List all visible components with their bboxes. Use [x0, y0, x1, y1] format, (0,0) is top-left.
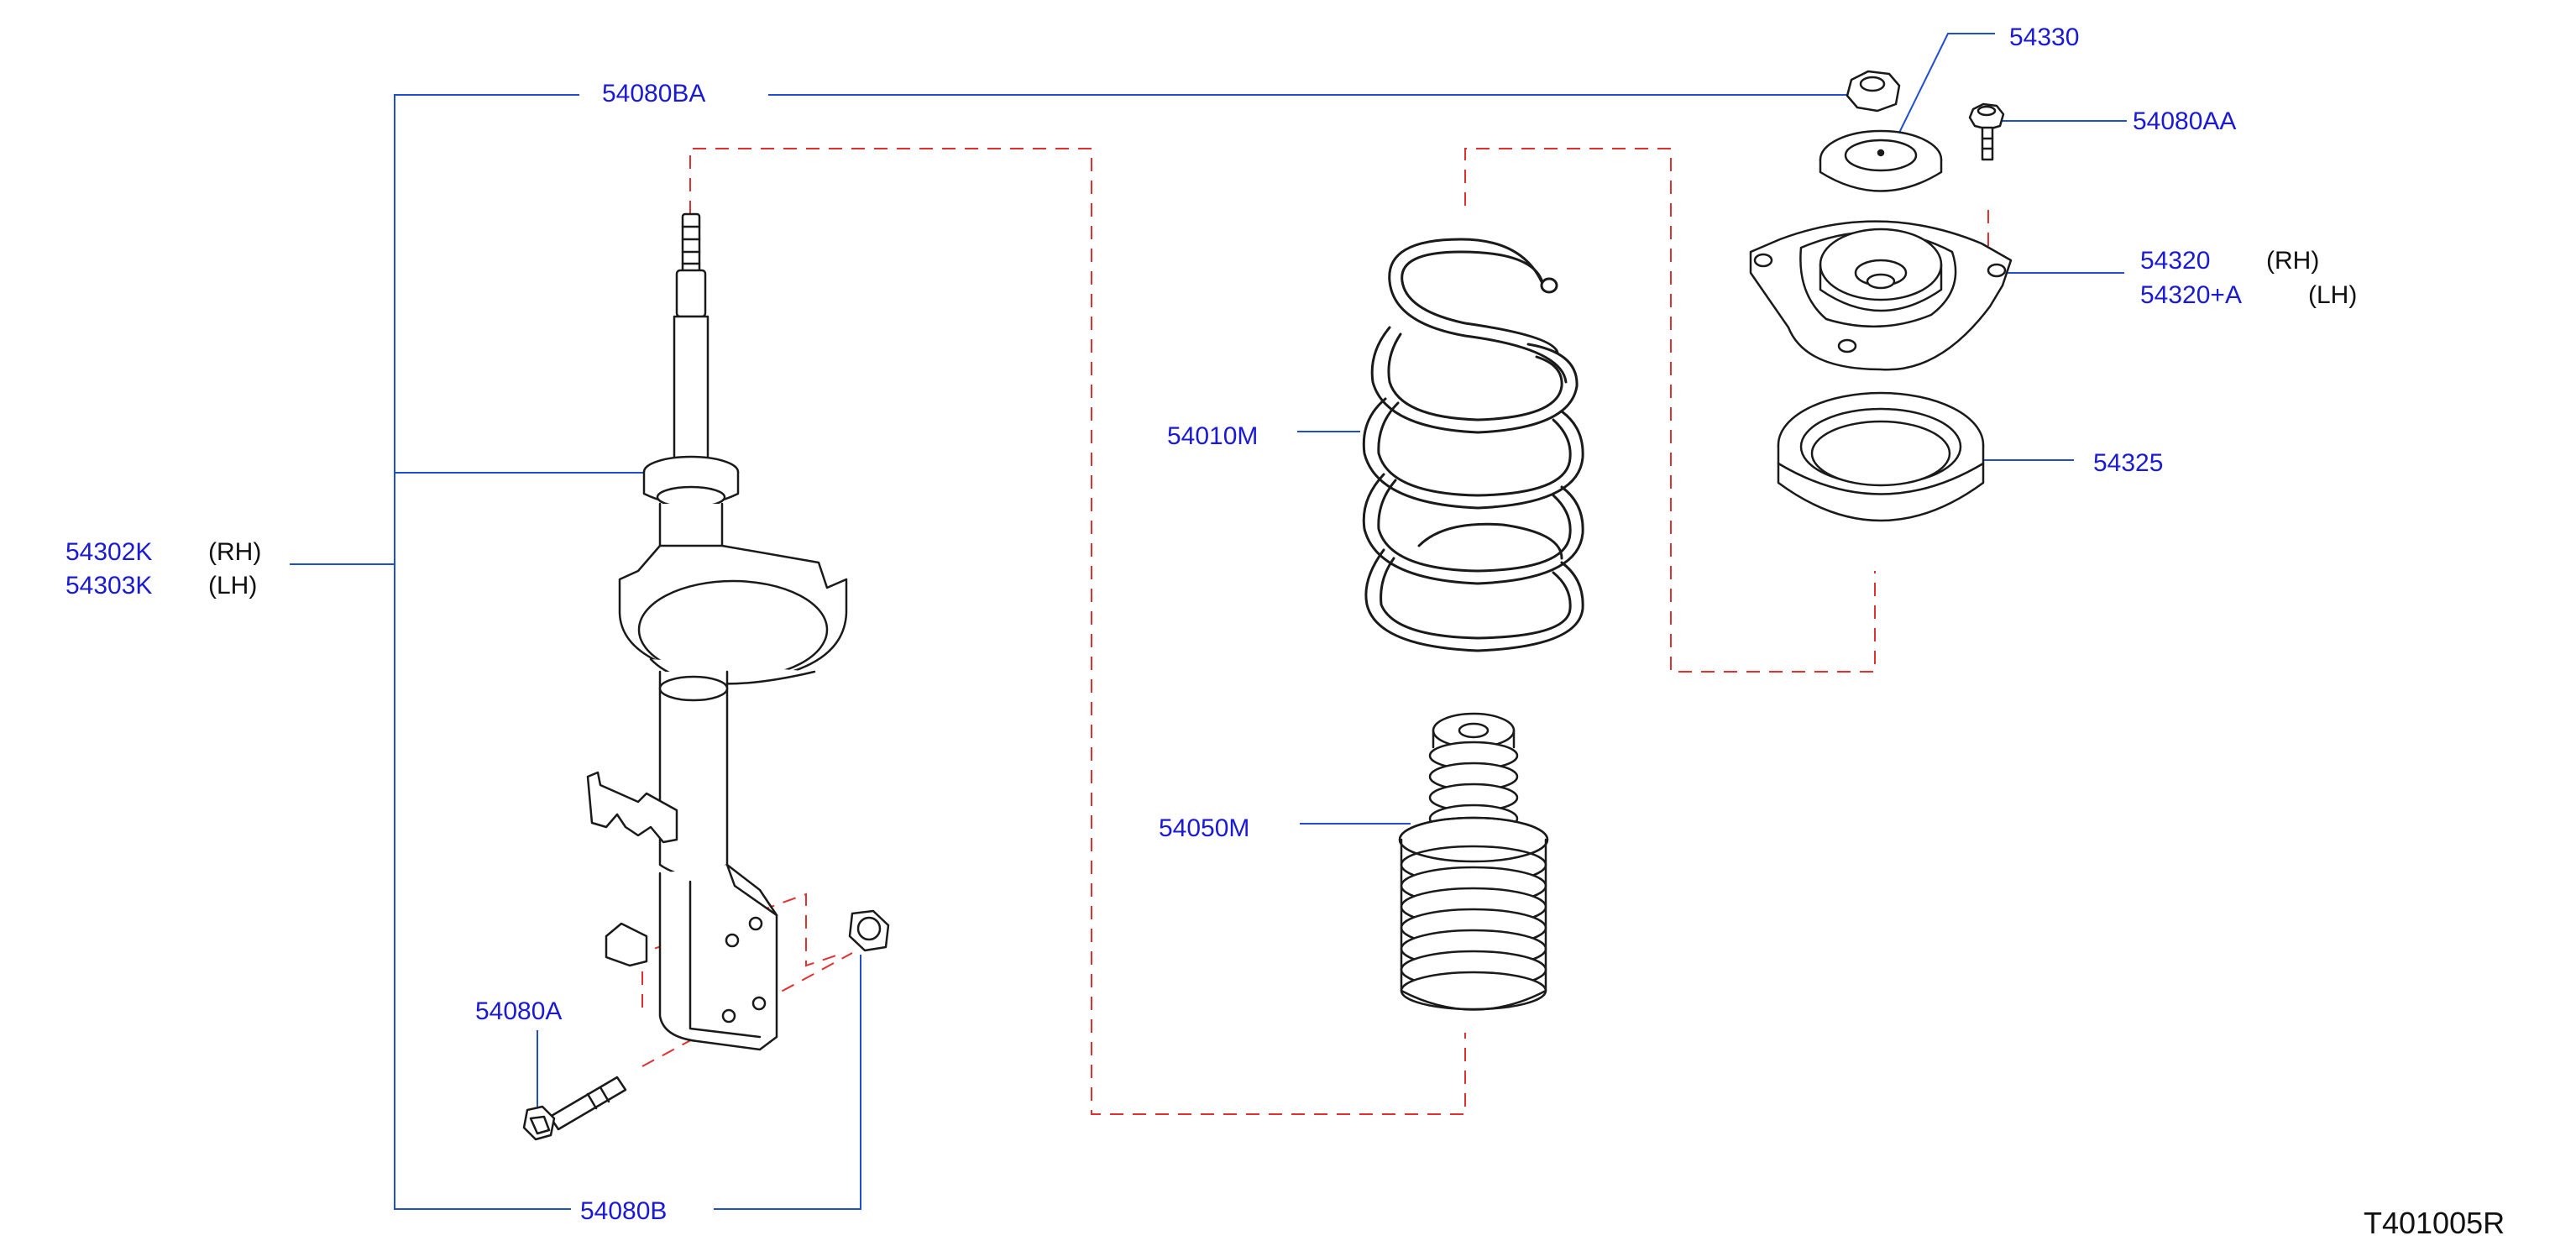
- leader-54330: [1899, 34, 1995, 133]
- callout-54302K: 54302K: [65, 538, 153, 566]
- callout-54080BA: 54080BA: [602, 80, 706, 107]
- callout-54302K-side: (RH): [208, 538, 262, 566]
- callout-54010M: 54010M: [1167, 422, 1259, 450]
- callout-54320A-side: (LH): [2308, 281, 2358, 309]
- callout-54320A: 54320+A: [2140, 281, 2242, 309]
- leader-lines: [290, 34, 2127, 1209]
- callout-54325: 54325: [2093, 449, 2164, 477]
- callout-54080A: 54080A: [475, 997, 563, 1025]
- bolt-54080A-illustration: [524, 1077, 626, 1139]
- callout-54330: 54330: [2009, 24, 2080, 51]
- dash-knuckle-upper: [642, 894, 844, 1008]
- strut-assembly-illustration: [588, 214, 846, 1050]
- coil-spring-illustration: [1364, 239, 1583, 651]
- callout-54303K-side: (LH): [208, 572, 258, 599]
- bump-stop-illustration: [1400, 714, 1547, 1010]
- dash-spring-to-seat: [1465, 149, 1875, 672]
- dash-knuckle-lower: [642, 953, 852, 1066]
- callout-54080AA: 54080AA: [2133, 107, 2237, 135]
- callout-54050M: 54050M: [1159, 814, 1250, 842]
- callout-54303K: 54303K: [65, 572, 153, 599]
- nut-54330-illustration: [1847, 71, 1899, 111]
- strut-mount-illustration: [1751, 222, 2011, 370]
- callout-54080B: 54080B: [580, 1197, 668, 1225]
- bolt-54080AA-illustration: [1970, 104, 2003, 160]
- part-drawings: [524, 71, 2011, 1139]
- leader-54080B-right: [714, 955, 861, 1209]
- callout-54320: 54320: [2140, 247, 2211, 275]
- leader-54080BA: [395, 95, 579, 1209]
- dash-strut-to-bumper: [690, 149, 1465, 1114]
- diagram-reference-code: T401005R: [2364, 1206, 2505, 1240]
- nut-54080B-illustration: [850, 911, 888, 950]
- mount-bearing-illustration: [1778, 393, 1983, 521]
- callout-54320-side: (RH): [2266, 247, 2320, 275]
- upper-insulator-illustration: [1820, 131, 1941, 191]
